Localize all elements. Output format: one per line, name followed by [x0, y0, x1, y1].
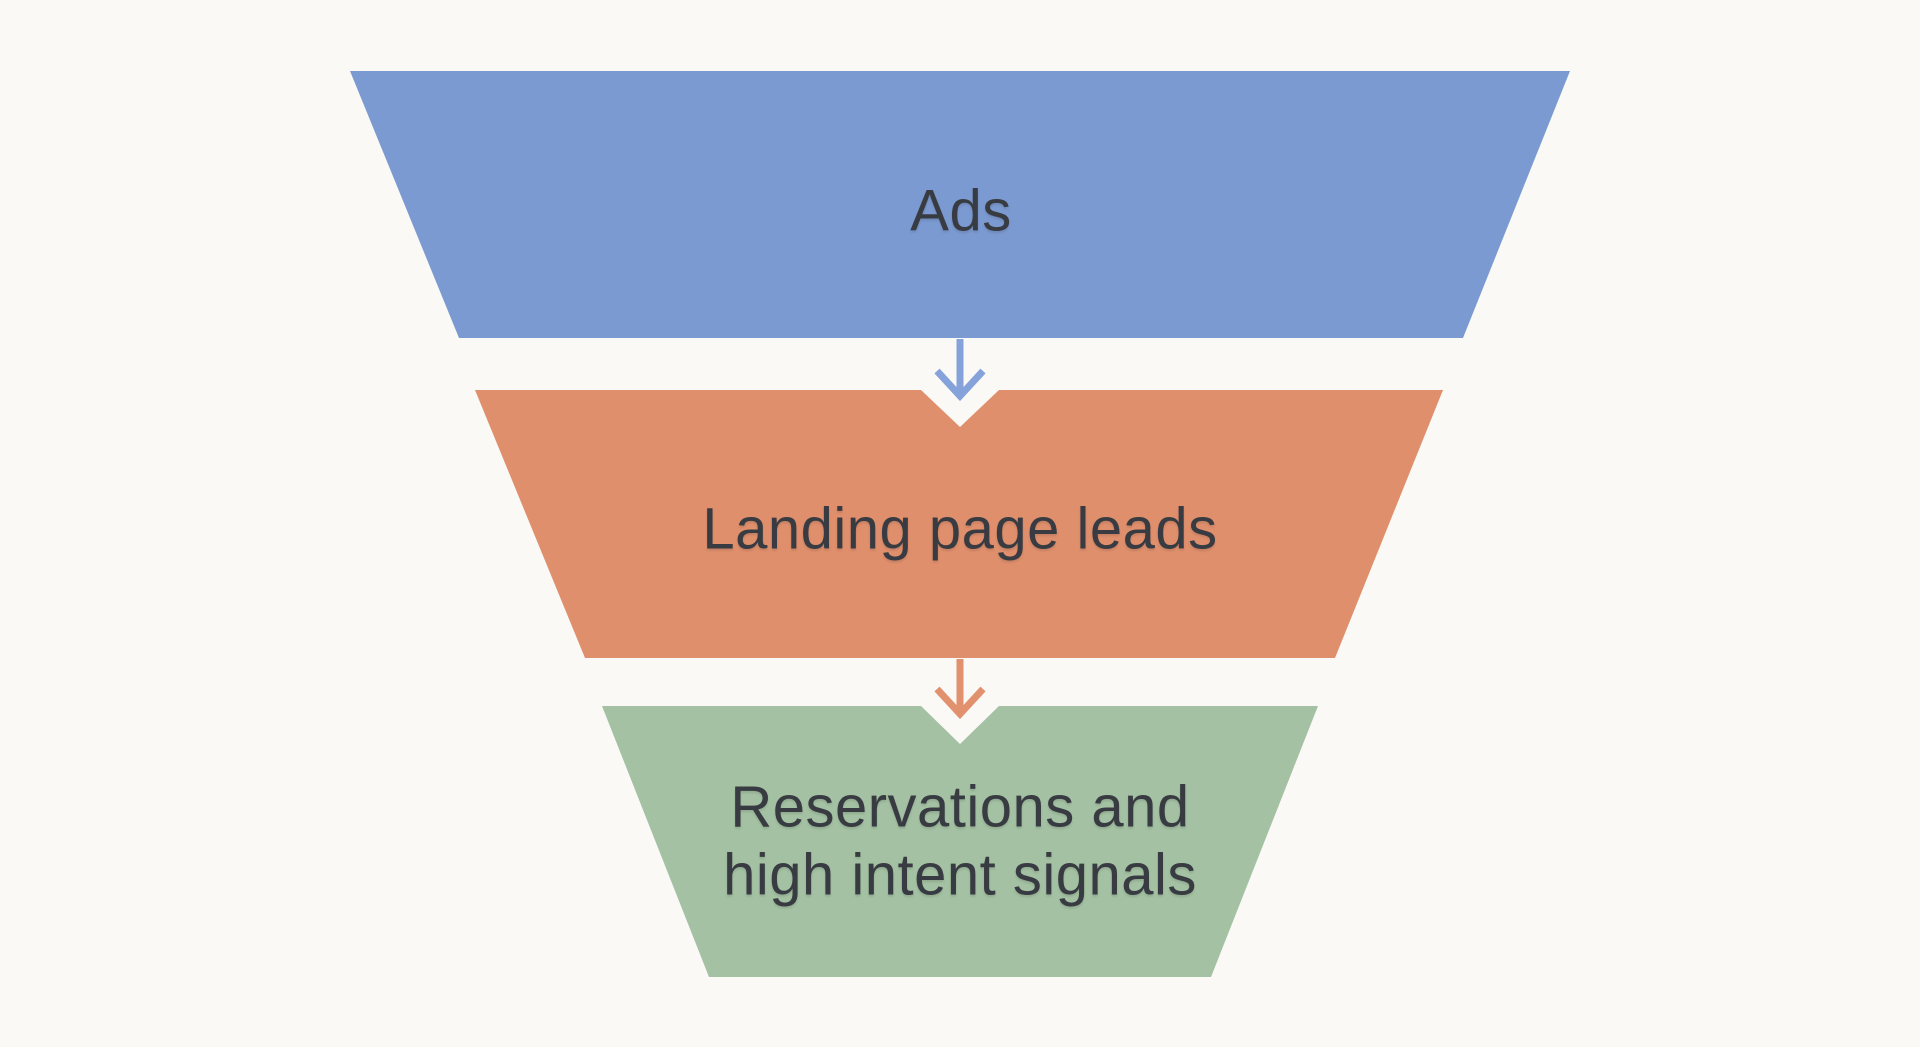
funnel-stage-landing-page-leads-label: Landing page leads [702, 497, 1217, 562]
down-arrow-icon-ads-to-leads [934, 339, 986, 402]
funnel-stage-ads-shape [350, 71, 1570, 338]
funnel-stage-reservations-label-line1: Reservations and [730, 775, 1189, 840]
funnel-stage-reservations-label-line2: high intent signals [723, 843, 1197, 908]
funnel-stage-reservations-shape [602, 706, 1318, 977]
funnel-stage-landing-page-leads-shape [475, 390, 1443, 658]
down-arrow-icon-leads-to-reservations [934, 659, 986, 720]
funnel-stage-ads-label: Ads [910, 179, 1011, 244]
